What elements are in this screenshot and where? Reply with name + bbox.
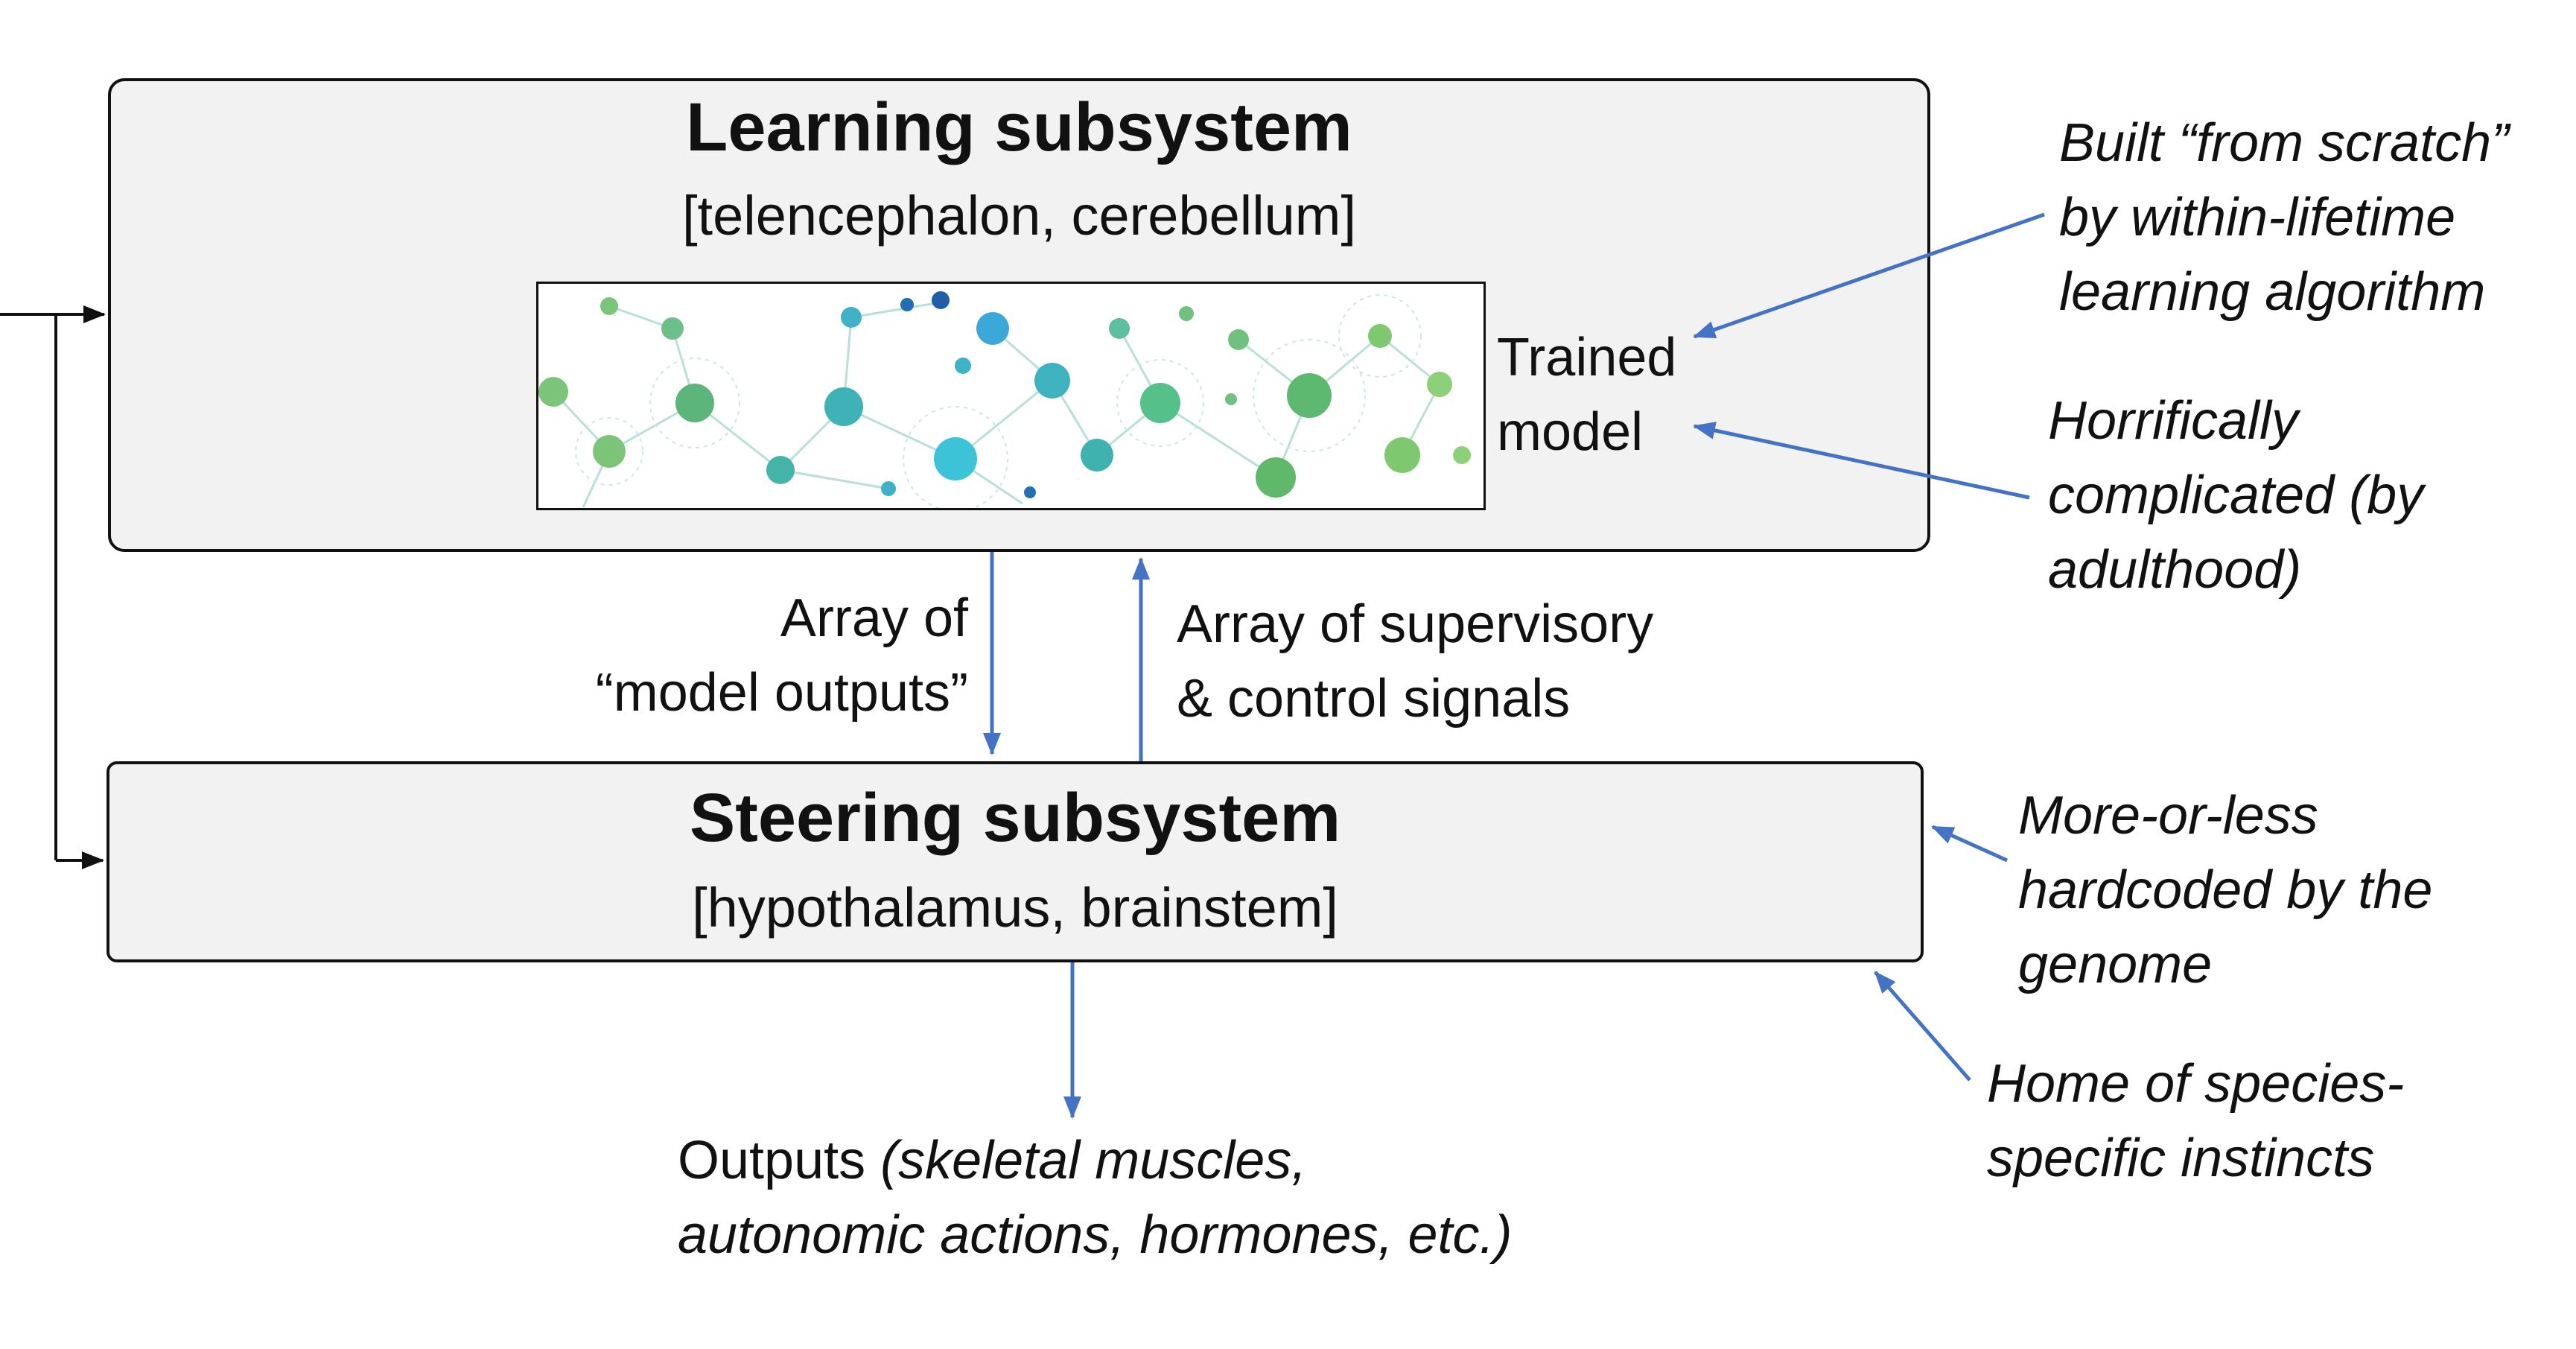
steering-subsystem-regions: [hypothalamus, brainstem] xyxy=(692,877,1338,939)
hardcoded-note-arrow xyxy=(1931,825,2009,863)
note-built-line-1: Built “from scratch” xyxy=(2059,113,2510,173)
built-note-arrow xyxy=(1693,212,2045,339)
input-arrows xyxy=(0,305,106,869)
neural-network-image xyxy=(536,282,1486,510)
horrific-note-arrow xyxy=(1693,422,2030,500)
note-instincts-line-1: Home of species- xyxy=(1987,1054,2405,1114)
supervisory-signals-label-1: Array of supervisory xyxy=(1177,594,1654,654)
model-outputs-label-2: “model outputs” xyxy=(595,663,968,723)
learning-subsystem-title: Learning subsystem xyxy=(686,89,1352,165)
note-hardcoded-line-2: hardcoded by the xyxy=(2018,860,2433,920)
outputs-prefix: Outputs xyxy=(678,1131,881,1190)
note-hardcoded-line-3: genome xyxy=(2018,935,2213,994)
note-horrific-line-3: adulthood) xyxy=(2048,540,2302,600)
note-instincts-line-2: specific instincts xyxy=(1987,1129,2375,1188)
trained-model-label-2: model xyxy=(1497,402,1644,462)
note-hardcoded-line-1: More-or-less xyxy=(2018,786,2318,845)
outputs-label: Outputs (skeletal muscles, xyxy=(678,1123,1306,1199)
steering-subsystem-title: Steering subsystem xyxy=(689,780,1341,856)
supervisory-signals-label-2: & control signals xyxy=(1177,669,1571,729)
steering-subsystem-box: Steering subsystem [hypothalamus, brains… xyxy=(106,761,1924,962)
learning-subsystem-regions: [telencephalon, cerebellum] xyxy=(681,185,1357,247)
note-built-line-3: learning algorithm xyxy=(2059,262,2486,322)
note-horrific-line-1: Horrifically xyxy=(2048,391,2299,451)
trained-model-label-1: Trained xyxy=(1497,328,1677,387)
outputs-italic-2: autonomic actions, hormones, etc.) xyxy=(678,1205,1513,1265)
instincts-note-arrow xyxy=(1874,971,1971,1082)
note-built-line-2: by within-lifetime xyxy=(2059,188,2456,247)
model-outputs-label-1: Array of xyxy=(780,588,968,648)
note-horrific-line-2: complicated (by xyxy=(2048,466,2424,525)
outputs-italic-1: (skeletal muscles, xyxy=(880,1131,1307,1190)
neural-network-graphic xyxy=(538,291,1471,508)
